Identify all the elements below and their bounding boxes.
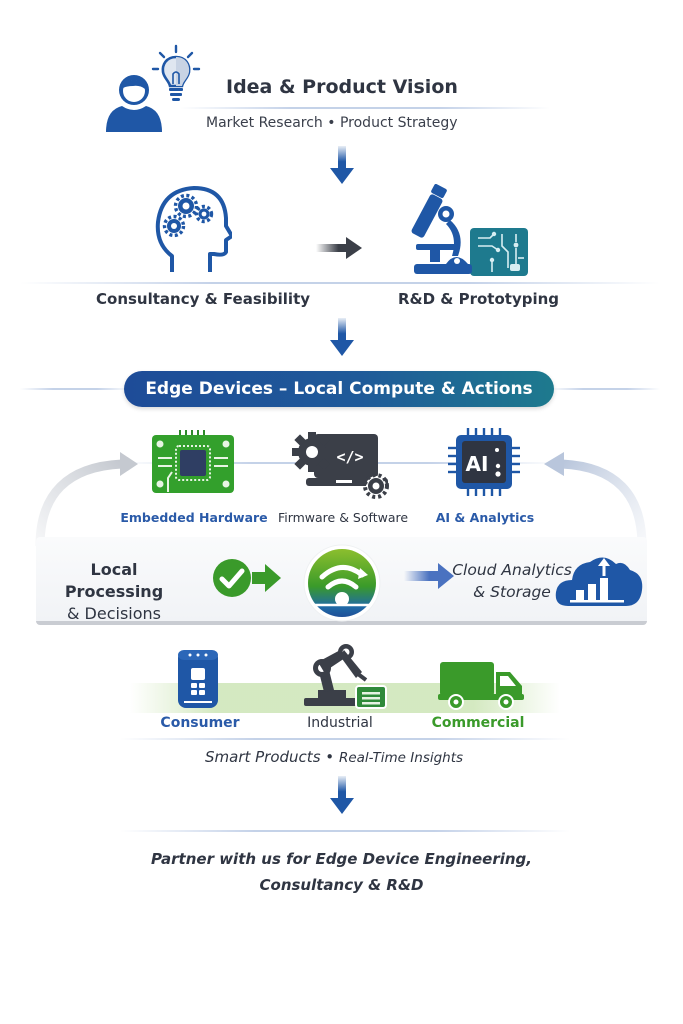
cloud-analytics-line2: & Storage: [473, 583, 551, 601]
divider: [20, 282, 660, 284]
head-gears-icon: [155, 186, 232, 272]
cloud-analytics-label: Cloud Analytics & Storage: [452, 559, 572, 603]
tagline-separator: •: [325, 748, 335, 766]
microscope-circuit-icon: [411, 184, 528, 276]
divider: [20, 388, 130, 390]
divider: [120, 830, 570, 832]
right-arrow-blue-icon: [404, 563, 454, 589]
down-arrow-icon: [330, 318, 354, 356]
industrial-label: Industrial: [307, 715, 373, 731]
truck-icon: [438, 662, 524, 710]
down-arrow-icon: [330, 776, 354, 814]
gear-code-icon: </>: [292, 432, 389, 499]
right-arrow-green-icon: [252, 564, 281, 592]
subtitle-left: Market Research: [206, 115, 323, 131]
tagline: Smart Products • Real-Time Insights: [205, 748, 463, 766]
consultancy-label: Consultancy & Feasibility: [96, 290, 311, 308]
subtitle-separator: •: [327, 115, 336, 131]
stage1-title: Idea & Product Vision: [226, 76, 458, 98]
down-arrow-icon: [330, 146, 354, 184]
ai-chip-text: AI: [466, 452, 489, 476]
local-processing-label: Local Processing & Decisions: [48, 559, 180, 625]
person-icon: [106, 75, 162, 132]
cloud-analytics-line1: Cloud Analytics: [452, 561, 572, 579]
consumer-label: Consumer: [160, 715, 240, 731]
cta-text: Partner with us for Edge Device Engineer…: [100, 846, 583, 898]
right-arrow-icon: [316, 237, 362, 259]
stage1-subtitle: Market Research • Product Strategy: [206, 115, 458, 131]
robot-arm-icon: [304, 644, 387, 709]
divider: [550, 388, 660, 390]
local-processing-line2: & Decisions: [66, 604, 161, 623]
firmware-software-label: Firmware & Software: [277, 510, 409, 525]
divider: [180, 107, 550, 109]
check-icon: [213, 559, 251, 597]
local-processing-line1: Local Processing: [64, 560, 164, 601]
smart-speaker-icon: [178, 650, 218, 708]
circuit-board-icon: [152, 430, 234, 493]
divider: [120, 738, 570, 740]
cta-line1: Partner with us for Edge Device Engineer…: [151, 850, 532, 868]
embedded-hardware-label: Embedded Hardware: [120, 510, 268, 525]
subtitle-right: Product Strategy: [339, 115, 458, 131]
commercial-label: Commercial: [431, 715, 525, 731]
cloud-chart-icon: [555, 557, 643, 606]
ai-chip-icon: AI: [448, 428, 520, 496]
loop-arrow-right-icon: [544, 452, 647, 547]
edge-devices-banner: Edge Devices – Local Compute & Actions: [124, 371, 554, 407]
tagline-right: Real-Time Insights: [338, 750, 464, 766]
rnd-label: R&D & Prototyping: [398, 290, 560, 308]
tagline-left: Smart Products: [205, 748, 321, 766]
cta-line2: Consultancy & R&D: [259, 876, 424, 894]
code-glyph: </>: [336, 448, 363, 466]
loop-arrow-left-icon: [35, 452, 138, 547]
ai-analytics-label: AI & Analytics: [435, 510, 535, 525]
wireless-hub-icon: [303, 544, 381, 622]
lightbulb-icon: [151, 44, 201, 101]
